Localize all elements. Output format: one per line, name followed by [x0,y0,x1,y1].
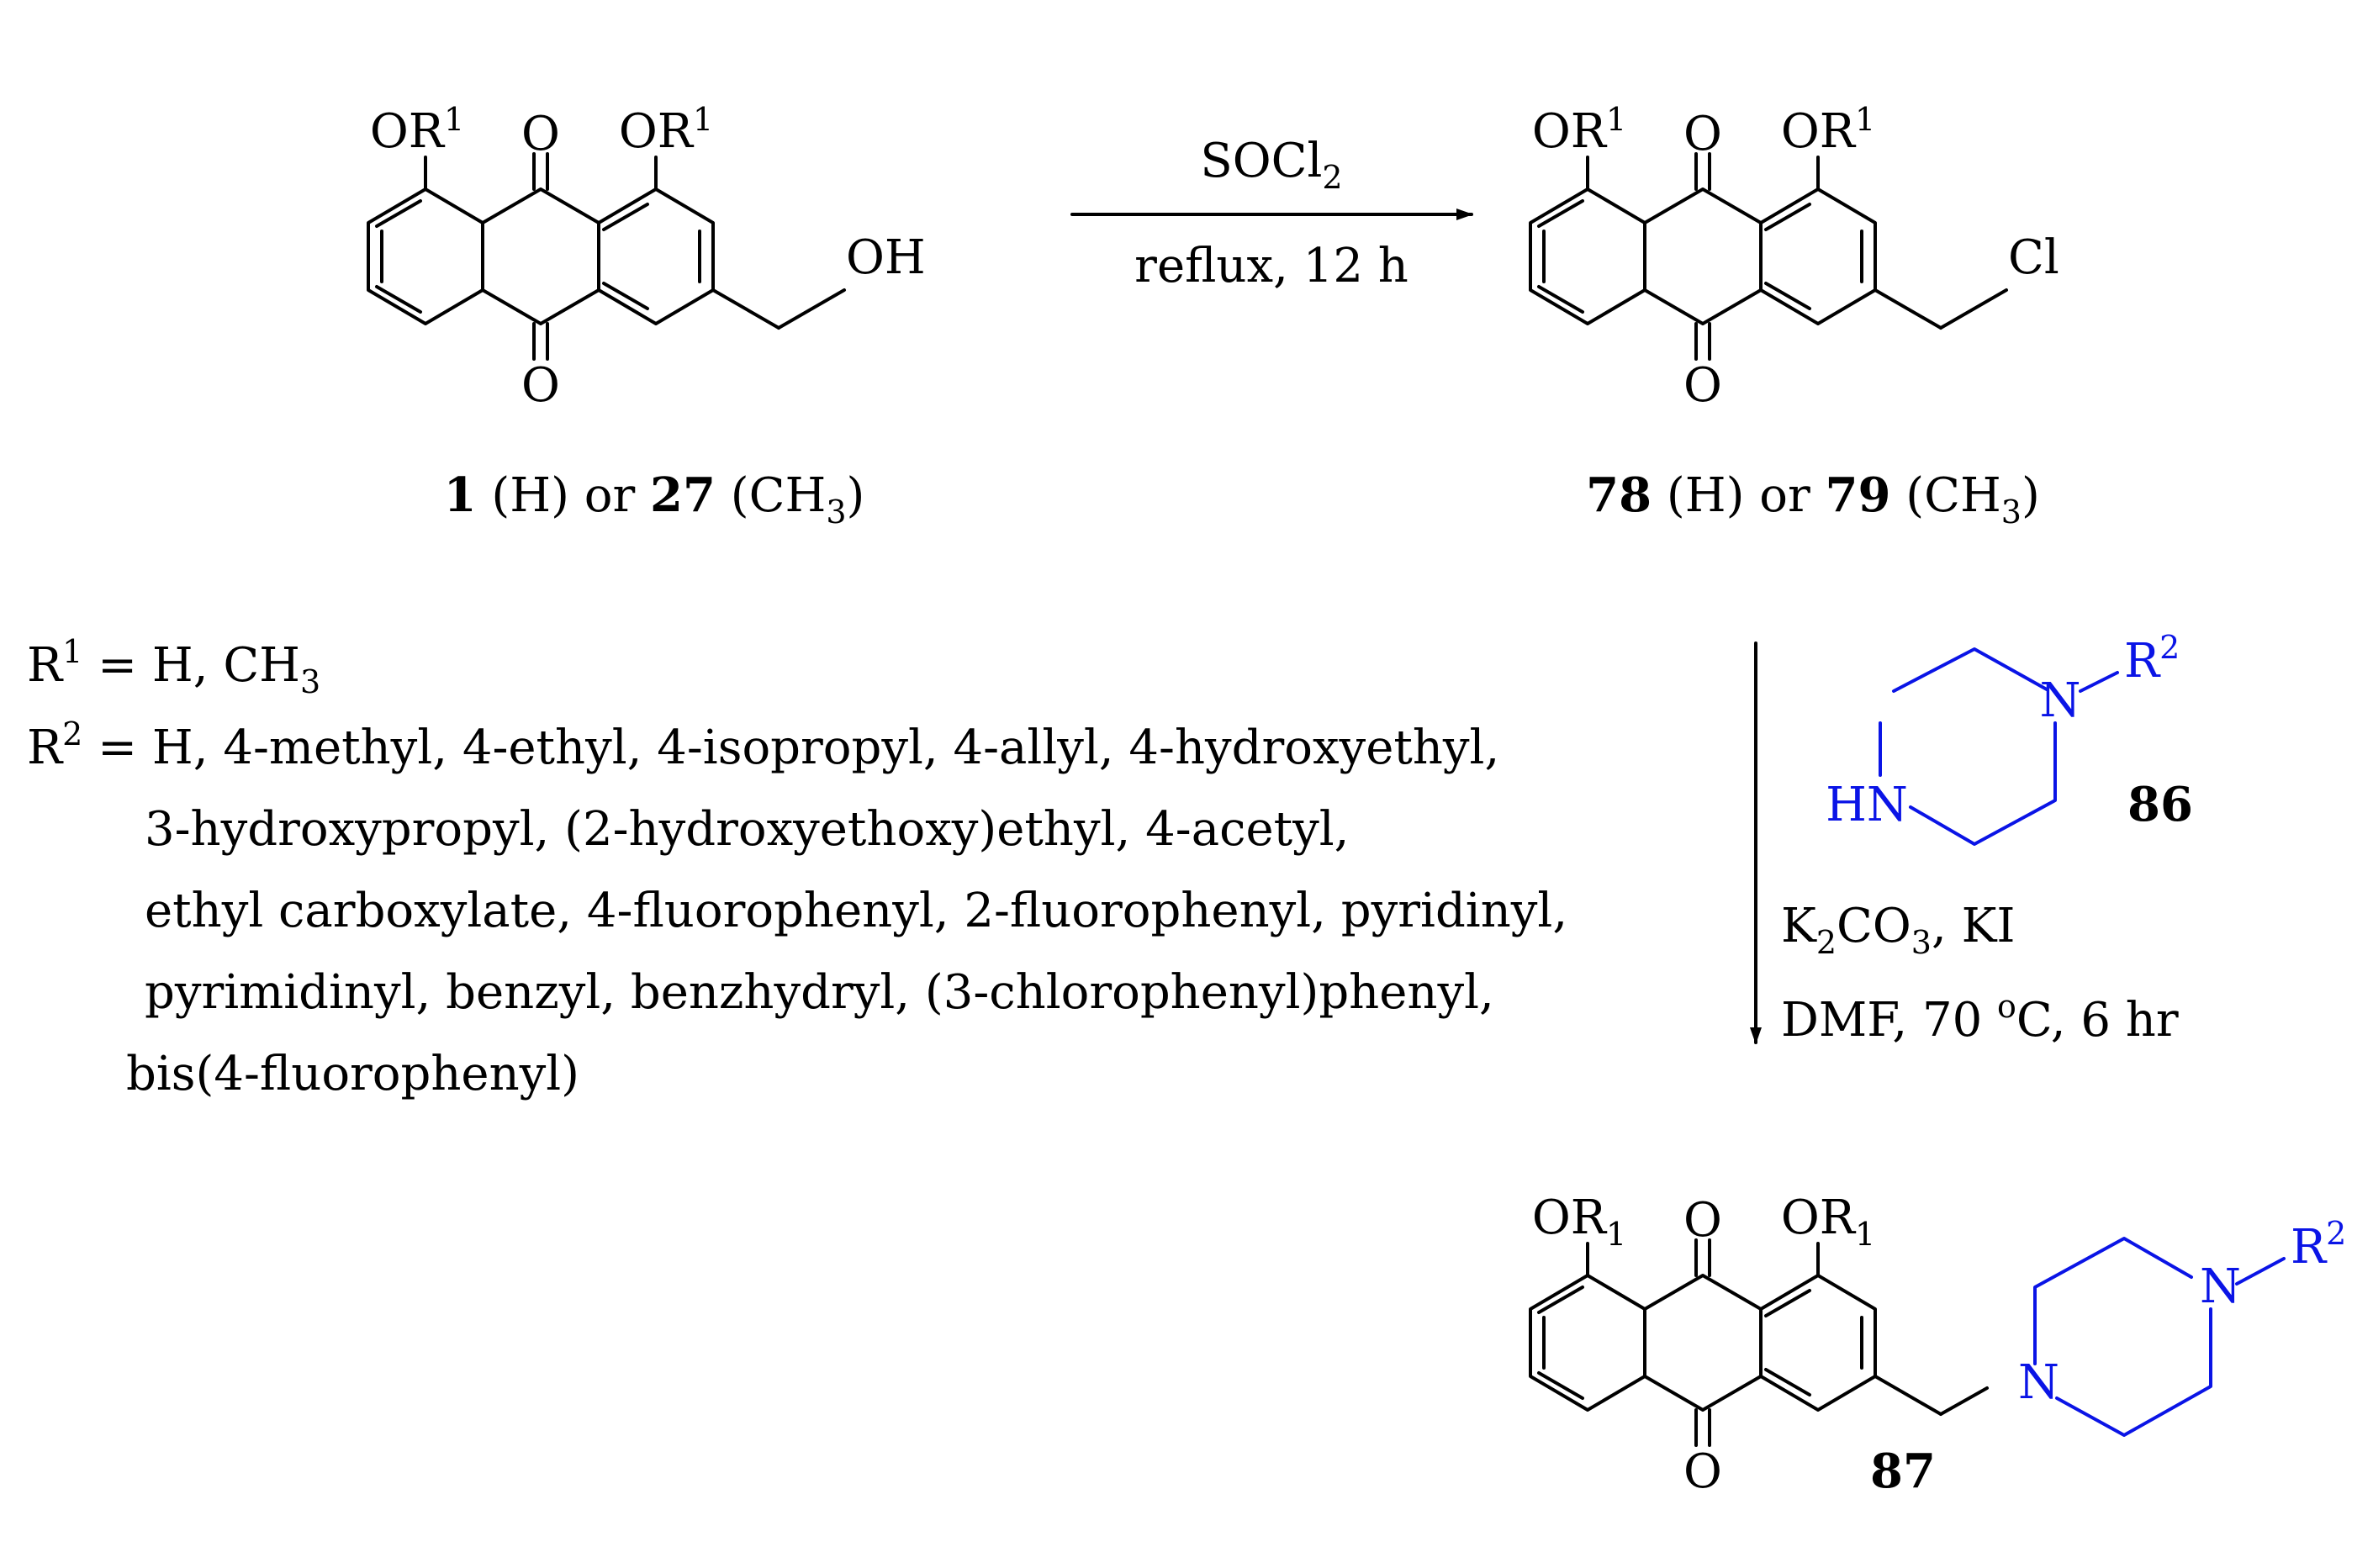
atom-label: N [2200,1259,2241,1314]
atom-label: O [521,107,560,161]
atom-label: N [2040,673,2081,728]
structure-product: OR1 OR1 O O N N R2 87 [1529,1191,2346,1499]
atom-label: O [1683,1193,1722,1248]
condition-step1: reflux, 12 h [1134,239,1408,293]
reagent-step1: SOCl2 [1200,134,1342,196]
atom-label: OR1 [619,101,713,159]
reagent-step2: K2CO3, KI [1781,899,2016,961]
atom-label: OR1 [1781,101,1875,159]
atom-label: R2 [2291,1215,2346,1275]
caption-chloride: 78 (H) or 79 (CH3) [1586,467,2040,531]
atom-label: OR1 [1532,1191,1626,1253]
structure-start-material: OR1 OR1 O O OH [367,101,926,413]
atom-label: N [2018,1355,2059,1410]
atom-label: HN [1826,778,1908,832]
atom-label: O [1683,1444,1722,1499]
r2-definition-line: 3-hydroxypropyl, (2-hydroxyethoxy)ethyl,… [145,802,1349,857]
r2-definition: R2 = H, 4-methyl, 4-ethyl, 4-isopropyl, … [27,715,1499,775]
r1-definition: R1 = H, CH3 [27,633,320,700]
atom-label: Cl [2008,230,2059,285]
structure-chloride: OR1 OR1 O O Cl [1529,101,2059,413]
atom-label: OH [846,230,926,285]
atom-label: O [1683,358,1722,413]
substituent-definitions: R1 = H, CH3 R2 = H, 4-methyl, 4-ethyl, 4… [27,633,1567,1101]
atom-label: O [521,358,560,413]
caption-start-material: 1 (H) or 27 (CH3) [444,467,865,531]
r2-definition-line: ethyl carboxylate, 4-fluorophenyl, 2-flu… [145,884,1567,938]
compound-number: 86 [2127,777,2193,832]
atom-label: R2 [2124,629,2180,689]
r2-definition-line: pyrimidinyl, benzyl, benzhydryl, (3-chlo… [145,965,1494,1020]
r2-definition-line: bis(4-fluorophenyl) [126,1047,579,1101]
atom-label: OR1 [370,101,464,159]
reaction-arrow-step2: N HN R2 86 K2CO3, KI DMF, 70 oC, 6 hr [1750,629,2193,1048]
atom-label: OR1 [1532,101,1626,159]
atom-label: OR1 [1781,1191,1875,1253]
reaction-arrow-step1: SOCl2 reflux, 12 h [1070,134,1473,293]
compound-number: 87 [1870,1444,1936,1499]
condition-step2: DMF, 70 oC, 6 hr [1781,988,2179,1048]
structure-piperazine: N HN R2 86 [1826,629,2193,846]
atom-label: O [1683,107,1722,161]
